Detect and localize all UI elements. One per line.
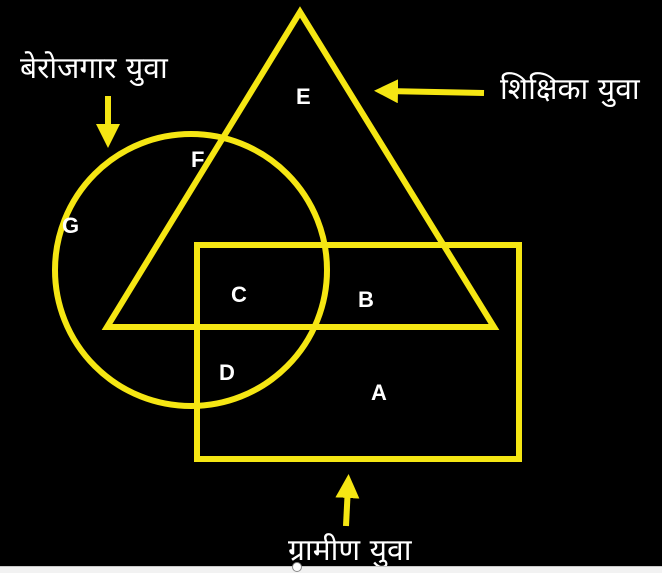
region-label-f: F [191, 147, 204, 172]
window-bottom-edge [0, 566, 662, 573]
region-label-d: D [219, 360, 235, 385]
arrow-educated-youth [374, 79, 485, 104]
region-label-a: A [371, 380, 387, 405]
circle-unemployed-youth [52, 131, 330, 409]
caption-unemployed-youth: बेरोजगार युवा [20, 51, 169, 87]
region-label-g: G [62, 213, 79, 238]
triangle-educated-youth [101, 6, 500, 330]
region-label-e: E [296, 84, 311, 109]
arrow-rural-youth [335, 474, 360, 527]
region-label-c: C [231, 282, 247, 307]
caption-rural-youth: ग्रामीण युवा [288, 533, 413, 566]
region-label-b: B [358, 287, 374, 312]
rectangle-rural-youth [194, 242, 522, 462]
resize-handle[interactable] [292, 562, 302, 572]
caption-educated-youth: शिक्षिका युवा [500, 72, 641, 108]
